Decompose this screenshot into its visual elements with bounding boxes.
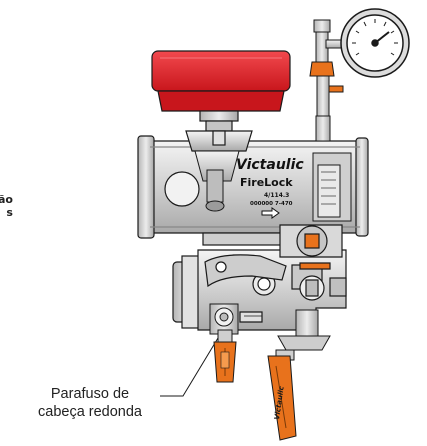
model-text: 4/114.3: [264, 192, 289, 199]
pipe-port-hole: [164, 171, 200, 207]
cut-off-label-line-2: s: [6, 206, 13, 219]
drain-valve-left: [209, 303, 239, 345]
cut-off-label-line-1: ão: [0, 193, 13, 206]
drain-handle-right: Victaulic: [267, 355, 297, 441]
product-text: FireLock: [240, 176, 293, 189]
cut-off-label: ão s: [0, 193, 13, 219]
serial-text: 000000 7-470: [250, 201, 293, 207]
callout-leader-line: [160, 337, 219, 397]
callout-label-line-2: cabeça redonda: [38, 404, 142, 420]
alarm-switch: [151, 50, 291, 152]
name-plate: [312, 152, 352, 222]
brand-text: Victaulic: [236, 157, 304, 173]
paddle-stem: [194, 150, 240, 212]
drain-valve-right: [275, 309, 331, 361]
trim-body: [172, 224, 347, 331]
callout-label-line-1: Parafuso de: [50, 386, 130, 402]
callout-label: Parafuso de cabeça redonda: [15, 385, 165, 421]
gauge-assembly: [309, 19, 345, 142]
pressure-gauge-icon: [340, 8, 410, 78]
flow-arrow-icon: [261, 207, 280, 219]
drain-handle-left: [213, 341, 237, 383]
